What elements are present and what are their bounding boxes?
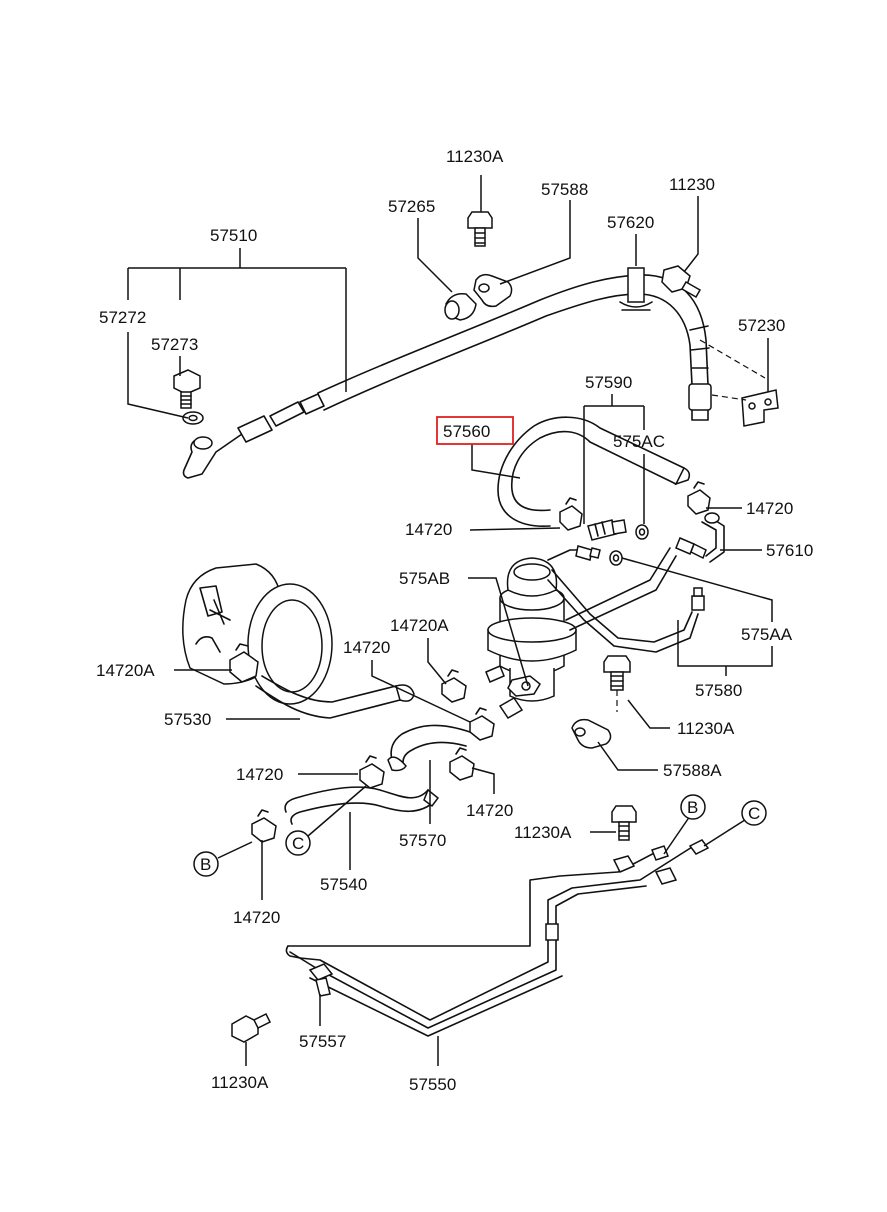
bracket-57230	[699, 339, 779, 427]
bolt-11230A-right	[611, 805, 637, 841]
pressure-hose-57510	[182, 267, 712, 479]
label-57273: 57273	[151, 335, 198, 354]
clamp-14720-lower-center	[449, 747, 475, 781]
label-11230A-mid: 11230A	[677, 719, 735, 738]
label-57590: 57590	[585, 373, 632, 392]
label-57610: 57610	[766, 541, 813, 560]
pump-assembly	[182, 563, 333, 705]
washer-57272	[182, 411, 204, 425]
label-57620: 57620	[607, 213, 654, 232]
clamp-57588A	[571, 718, 612, 749]
label-57540: 57540	[320, 875, 367, 894]
callout-c-left: C	[292, 834, 304, 853]
hose-57530	[255, 675, 415, 719]
clamp-14720-lower-left	[359, 755, 385, 789]
label-575AA: 575AA	[741, 625, 793, 644]
hose-57570	[387, 724, 471, 772]
label-14720-center: 14720	[466, 801, 513, 820]
label-14720-left: 14720	[405, 520, 452, 539]
callout-circles: B C B C	[193, 794, 767, 877]
callout-b-right: B	[687, 798, 698, 817]
label-11230A-top: 11230A	[446, 147, 504, 166]
clamp-14720-bottom	[251, 809, 277, 843]
clamp-14720-upper-right	[687, 481, 711, 515]
callout-c-left-circle	[285, 830, 311, 856]
label-14720A-mid: 14720A	[390, 616, 449, 635]
label-57265: 57265	[388, 197, 435, 216]
label-575AC: 575AC	[613, 432, 665, 451]
clamp-14720-mid	[469, 707, 495, 741]
label-14720-right: 14720	[746, 499, 793, 518]
label-57580: 57580	[695, 681, 742, 700]
label-11230A-bottom: 11230A	[211, 1073, 269, 1092]
clamp-14720A-mid	[441, 669, 467, 703]
part-labels: 11230A 57588 11230 57265 57620 57510 572…	[96, 147, 813, 1094]
label-14720-mid: 14720	[343, 638, 390, 657]
label-57550: 57550	[409, 1075, 456, 1094]
label-57272: 57272	[99, 308, 146, 327]
label-57570: 57570	[399, 831, 446, 850]
label-57588: 57588	[541, 180, 588, 199]
callout-b-left-circle	[193, 851, 219, 877]
label-57530: 57530	[164, 710, 211, 729]
label-14720-left2: 14720	[236, 765, 283, 784]
bolt-11230	[661, 265, 702, 299]
label-57588A: 57588A	[663, 761, 722, 780]
union-57590	[587, 519, 627, 541]
label-575AB: 575AB	[399, 569, 450, 588]
callout-c-right: C	[748, 804, 760, 823]
label-57560: 57560	[443, 422, 490, 441]
clamp-14720-upper-left	[559, 497, 583, 531]
leader-lines	[127, 175, 773, 1066]
clamp-57588	[473, 273, 513, 308]
o-ring-575AC	[635, 524, 649, 540]
hose-57540	[284, 786, 440, 825]
label-57230: 57230	[738, 316, 785, 335]
callout-c-right-circle	[741, 800, 767, 826]
bolt-11230A-top	[467, 211, 493, 247]
return-hose-57560	[497, 416, 691, 527]
callout-b-left: B	[200, 855, 211, 874]
label-11230: 11230	[669, 175, 715, 194]
tube-57580	[547, 545, 705, 653]
bolt-57273	[173, 369, 201, 409]
label-14720-bottom: 14720	[233, 908, 280, 927]
tube-assembly-57550	[285, 839, 710, 1037]
highlight-box-57560	[436, 416, 514, 445]
label-11230A-right: 11230A	[514, 823, 572, 842]
grommet-57265	[444, 292, 477, 321]
label-14720A-left: 14720A	[96, 661, 155, 680]
label-57510: 57510	[210, 226, 257, 245]
tube-57610	[675, 512, 725, 563]
callout-b-right-circle	[680, 794, 706, 820]
label-57557: 57557	[299, 1032, 346, 1051]
bolt-11230A-mid	[603, 655, 631, 712]
bolt-11230A-bottom	[231, 1012, 272, 1043]
